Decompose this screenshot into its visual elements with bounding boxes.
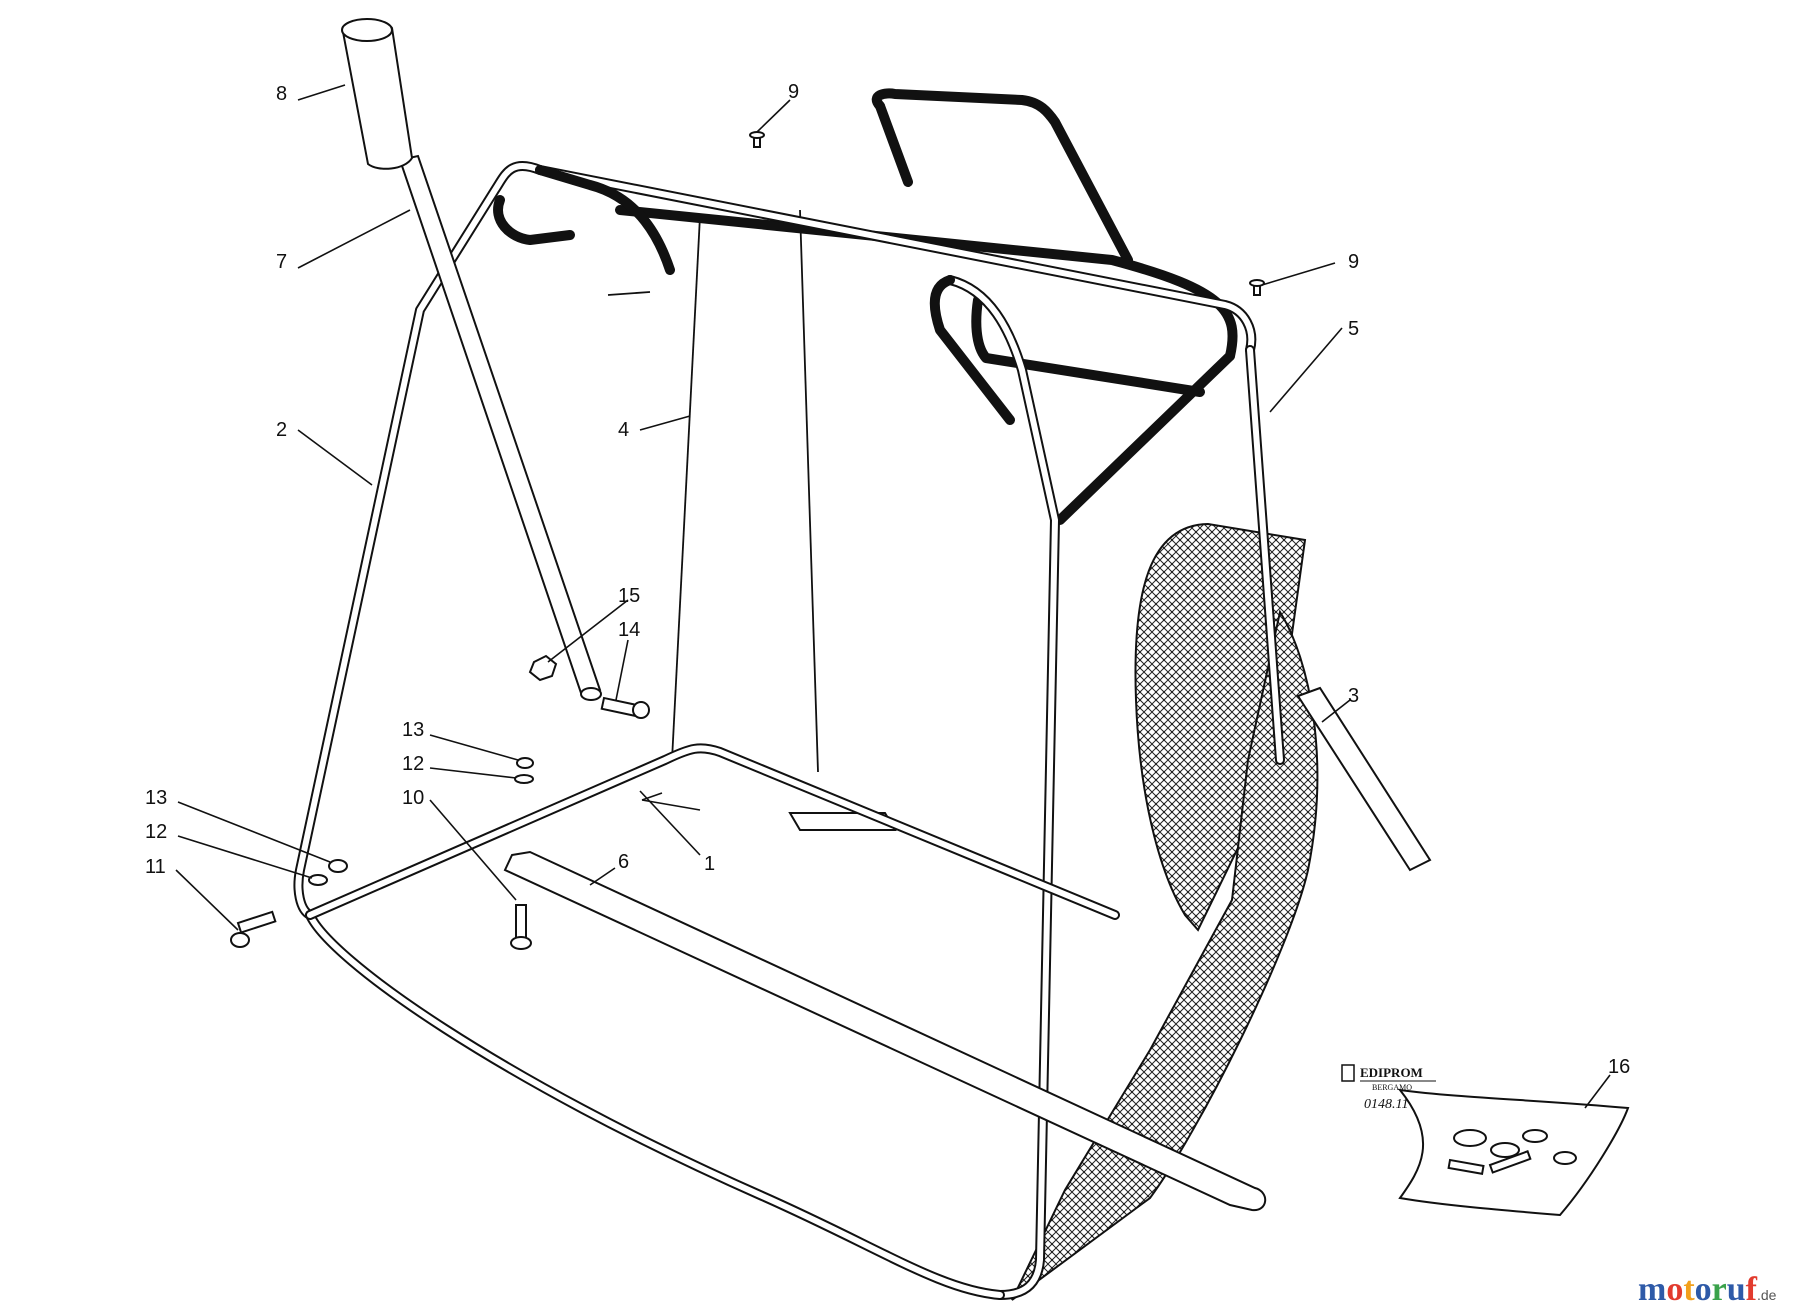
callout-10: 10 <box>402 787 424 809</box>
callout-4: 4 <box>618 419 629 441</box>
callout-13-upper: 13 <box>402 719 424 741</box>
callout-15: 15 <box>618 585 640 607</box>
watermark-letter: t <box>1683 1271 1695 1308</box>
callout-11: 11 <box>145 856 166 878</box>
bolt-11-head <box>230 932 250 948</box>
screw-9b-head <box>1249 279 1265 287</box>
bolt-11 <box>236 910 277 934</box>
callout-13-lower: 13 <box>145 787 167 809</box>
screw-9a-head <box>749 131 765 139</box>
watermark-letter: o <box>1666 1271 1683 1308</box>
nut-15 <box>528 654 558 682</box>
watermark-letter: m <box>1638 1271 1666 1308</box>
nut-13a <box>516 757 534 769</box>
callout-2: 2 <box>276 419 287 441</box>
stamp-city: BERGAMO <box>1372 1083 1412 1092</box>
callout-12-lower: 12 <box>145 821 167 843</box>
nut-13b <box>328 859 348 873</box>
callout-14: 14 <box>618 619 640 641</box>
callout-12-upper: 12 <box>402 753 424 775</box>
callout-3: 3 <box>1348 685 1359 707</box>
bottom-frame <box>305 743 1267 1212</box>
washer-12b <box>308 874 328 886</box>
callout-1: 1 <box>704 853 715 875</box>
rear-frame <box>493 88 1238 525</box>
watermark: motoruf.de <box>1638 1271 1777 1308</box>
callouts: 8 7 2 4 9 9 5 3 15 14 13 12 10 13 12 11 <box>145 81 1630 1109</box>
washer-12a <box>514 774 534 784</box>
bag-panel <box>607 209 897 831</box>
stamp-name: EDIPROM <box>1360 1065 1423 1080</box>
publisher-stamp: EDIPROM BERGAMO 0148.11 <box>1341 1064 1436 1112</box>
watermark-letter: u <box>1727 1271 1746 1308</box>
bag-tube <box>1296 686 1432 872</box>
hardware-kit <box>1397 1088 1630 1217</box>
fasteners <box>230 131 1265 950</box>
svg-text:motoruf.de: motoruf.de <box>1638 1271 1777 1308</box>
callout-7: 7 <box>276 251 287 273</box>
callout-9-top: 9 <box>788 81 799 103</box>
watermark-letter: r <box>1712 1271 1727 1308</box>
screw-10-head <box>510 936 532 950</box>
bolt-14-head <box>632 701 650 719</box>
callout-9-right: 9 <box>1348 251 1359 273</box>
watermark-suffix: .de <box>1757 1287 1777 1303</box>
watermark-letter: o <box>1695 1271 1712 1308</box>
drawing-number: 0148.11 <box>1364 1097 1408 1112</box>
callout-16: 16 <box>1608 1056 1630 1078</box>
callout-5: 5 <box>1348 318 1359 340</box>
publisher-logo <box>1341 1064 1355 1082</box>
callout-8: 8 <box>276 83 287 105</box>
callout-6: 6 <box>618 851 629 873</box>
lever-rod <box>341 18 602 701</box>
watermark-letter: f <box>1746 1271 1758 1308</box>
front-frame <box>293 160 1285 1300</box>
